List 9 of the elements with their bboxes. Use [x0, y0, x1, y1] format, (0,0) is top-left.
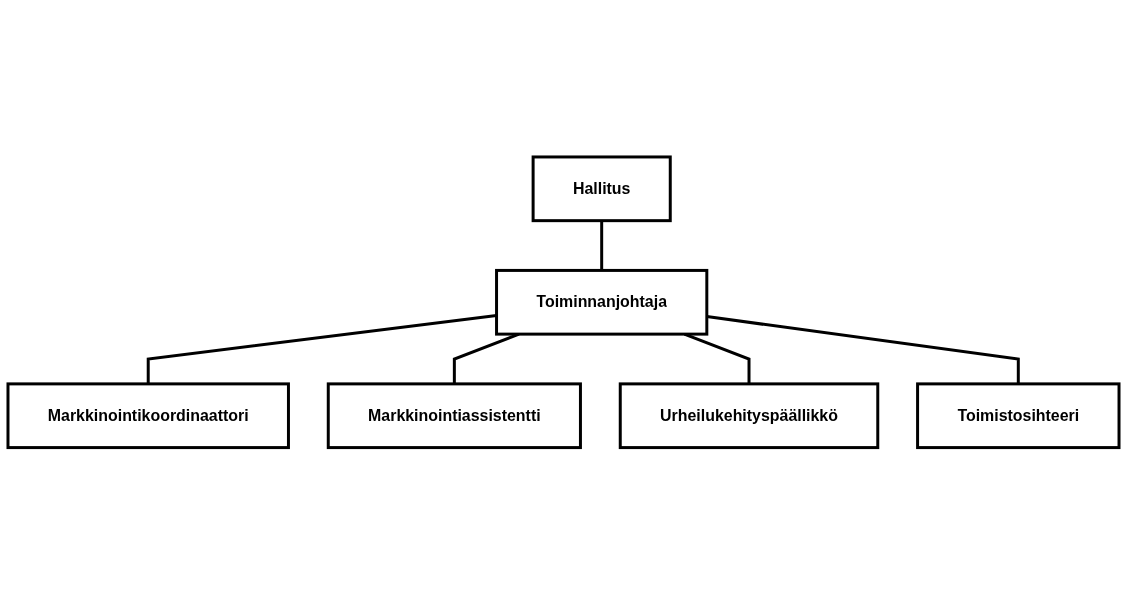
- node-box: Urheilukehityspäällikkö: [618, 382, 880, 450]
- connector: [706, 315, 1020, 385]
- node-box: Markkinointiassistentti: [326, 382, 582, 450]
- connector: [600, 220, 604, 271]
- node-box: Toimistosihteeri: [916, 382, 1121, 450]
- connector: [146, 314, 497, 385]
- node-box: Markkinointikoordinaattori: [6, 382, 290, 450]
- node-box: Hallitus: [531, 155, 672, 223]
- node-box: Toiminnanjohtaja: [495, 269, 709, 336]
